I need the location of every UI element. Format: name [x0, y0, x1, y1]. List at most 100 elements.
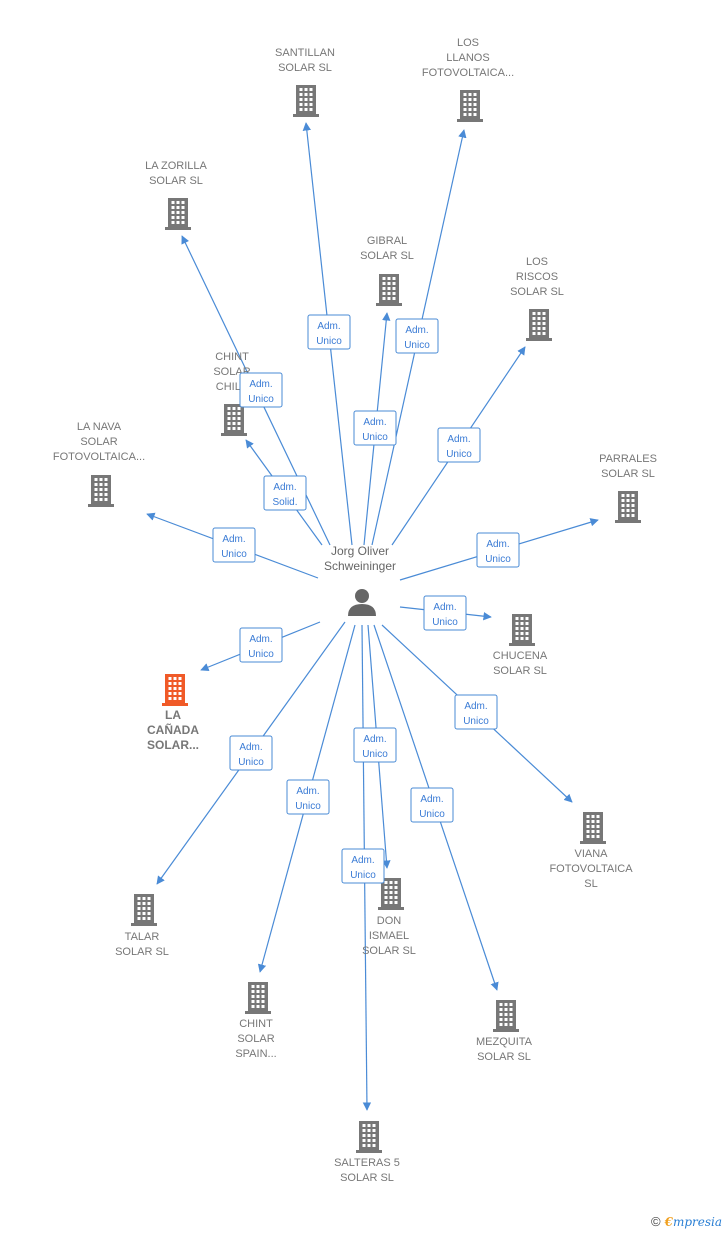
edge-label-chint-spain[interactable]: Adm.Unico — [286, 779, 330, 815]
edge-label-la-nava[interactable]: Adm. Unico — [212, 527, 256, 563]
company-label-line: SOLAR... — [147, 738, 199, 752]
building-icon-santillan[interactable] — [293, 85, 319, 117]
company-label-line: SANTILLAN — [275, 47, 335, 59]
company-label-line: SOLAR SL — [477, 1051, 531, 1063]
company-label-line: SL — [584, 878, 597, 890]
company-label-line: SOLAR SL — [362, 945, 416, 957]
company-label-parrales[interactable]: PARRALES SOLAR SL — [599, 453, 657, 480]
company-label-line: LOS — [457, 37, 479, 49]
company-label-line: LOS — [526, 256, 548, 268]
building-icon-salteras[interactable] — [356, 1121, 382, 1153]
building-icon-talar[interactable] — [131, 894, 157, 926]
company-label-line: SOLAR — [80, 436, 117, 448]
person-name-line: Jorg Oliver — [331, 544, 389, 558]
edge-label-santillan[interactable]: Adm.Unico — [307, 314, 351, 350]
edge-label-text: Solid. — [272, 497, 297, 508]
edge-label-text: Adm. — [486, 539, 509, 550]
edge-label-la-canada[interactable]: Adm.Unico — [239, 627, 283, 663]
edge-label-text: Adm. — [249, 634, 272, 645]
edge-label-talar[interactable]: Adm.Unico — [229, 735, 273, 771]
edge-label-text: Unico — [446, 449, 472, 460]
company-label-santillan[interactable]: SANTILLAN SOLAR SL — [275, 47, 335, 74]
building-icon-los-riscos[interactable] — [526, 309, 552, 341]
copyright-symbol: © — [650, 1214, 661, 1229]
edge-label-text: Unico — [221, 549, 247, 560]
building-icon-los-llanos[interactable] — [457, 90, 483, 122]
edge-label-chucena[interactable]: Adm.Unico — [423, 595, 467, 631]
edge-label-text: Unico — [485, 554, 511, 565]
company-label-line: DON — [377, 915, 402, 927]
edge-label-text: Unico — [404, 340, 430, 351]
edge-label-text: Unico — [419, 809, 445, 820]
company-label-line: SOLAR SL — [510, 286, 564, 298]
edge-label-text: Adm. — [464, 701, 487, 712]
company-label-line: FOTOVOLTAICA — [549, 863, 633, 875]
company-label-line: LLANOS — [446, 52, 489, 64]
building-icon-chint-spain[interactable] — [245, 982, 271, 1014]
edge-label-parrales[interactable]: Adm. Unico — [476, 532, 520, 568]
company-label-line: PARRALES — [599, 453, 657, 465]
building-icon-la-nava[interactable] — [88, 475, 114, 507]
building-icon-la-zorilla[interactable] — [165, 198, 191, 230]
edge-label-text: Unico — [248, 394, 274, 405]
edge-label-text: Adm. — [351, 855, 374, 866]
edge-label-text: Adm. — [296, 786, 319, 797]
building-icon-la-canada[interactable] — [162, 674, 188, 706]
edge-label-don-ismael[interactable]: Adm.Unico — [353, 727, 397, 763]
edge-label-viana[interactable]: Adm. Unico — [454, 694, 498, 730]
edge-label-la-zorilla[interactable]: Adm.Unico — [239, 372, 283, 408]
building-icon-mezquita[interactable] — [493, 1000, 519, 1032]
company-label-line: CHINT — [239, 1018, 273, 1030]
building-icon-viana[interactable] — [580, 812, 606, 844]
company-label-line: FOTOVOLTAICA... — [422, 67, 514, 79]
footer-brand: © €mpresia — [651, 1214, 722, 1229]
edge-label-salteras[interactable]: Adm.Unico — [341, 848, 385, 884]
building-icon-chucena[interactable] — [509, 614, 535, 646]
edge-label-text: Adm. — [317, 321, 340, 332]
edge-label-los-riscos[interactable]: Adm.Unico — [437, 427, 481, 463]
edge-label-gibral[interactable]: Adm.Unico — [353, 410, 397, 446]
company-label-line: CHUCENA — [493, 650, 548, 662]
company-label-line: SPAIN... — [235, 1048, 276, 1060]
building-icon-don-ismael[interactable] — [378, 878, 404, 910]
company-label-line: SALTERAS 5 — [334, 1157, 400, 1169]
company-label-line: LA — [165, 708, 181, 722]
edge-label-chint-chile[interactable]: Adm.Solid. — [263, 475, 307, 511]
company-label-line: SOLAR SL — [601, 468, 655, 480]
edge-label-los-llanos[interactable]: Adm. Unico — [395, 318, 439, 354]
company-label-chint-spain[interactable]: CHINT SOLAR SPAIN... — [235, 1018, 276, 1060]
building-icon-gibral[interactable] — [376, 274, 402, 306]
edge-label-text: Adm. — [222, 534, 245, 545]
edge-label-text: Unico — [238, 757, 264, 768]
empresia-logo[interactable]: €mpresia — [664, 1214, 722, 1229]
building-icon-chint-chile[interactable] — [221, 404, 247, 436]
person-icon[interactable] — [348, 589, 376, 616]
company-label-line: SOLAR SL — [115, 946, 169, 958]
company-label-line: CHINT — [215, 351, 249, 363]
company-label-line: SOLAR — [237, 1033, 274, 1045]
edge-label-mezquita[interactable]: Adm. Unico — [410, 787, 454, 823]
company-label-line: SOLAR SL — [278, 62, 332, 74]
edge-label-text: Adm. — [433, 602, 456, 613]
company-label-line: FOTOVOLTAICA... — [53, 451, 145, 463]
edge-label-text: Unico — [463, 716, 489, 727]
person-name-line: Schweininger — [324, 559, 396, 573]
edge-label-text: Adm. — [420, 794, 443, 805]
building-icon-parrales[interactable] — [615, 491, 641, 523]
company-label-los-llanos[interactable]: LOS LLANOS FOTOVOLTAICA... — [422, 37, 514, 79]
edge-label-text: Unico — [362, 432, 388, 443]
edge-label-text: Adm. — [405, 325, 428, 336]
